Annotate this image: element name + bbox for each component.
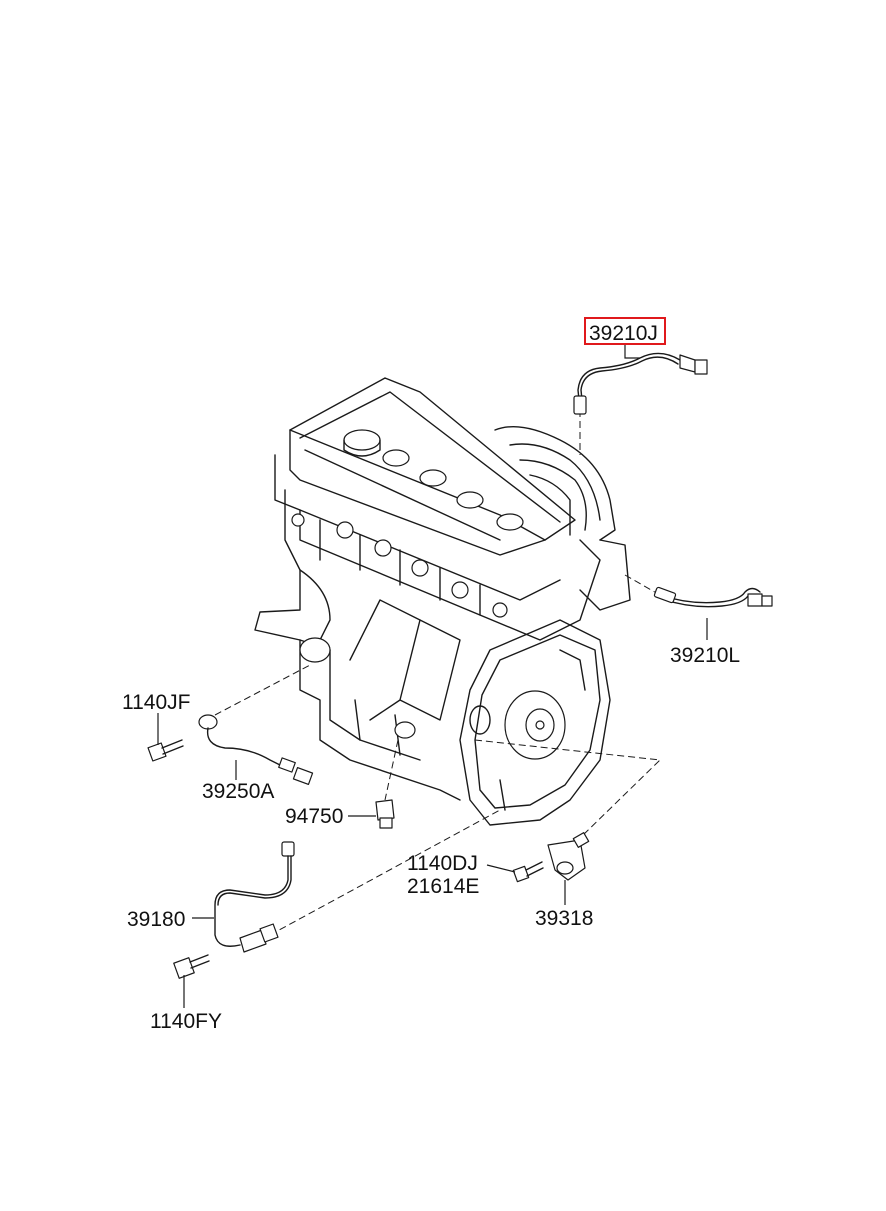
- label-1140dj[interactable]: 1140DJ: [407, 852, 478, 875]
- bolt-1140jf[interactable]: [147, 739, 184, 762]
- label-39210j[interactable]: 39210J: [589, 322, 658, 345]
- part-labels: 39210J 39210L 1140JF 39250A 94750 1140DJ…: [122, 317, 740, 1033]
- label-1140fy[interactable]: 1140FY: [150, 1010, 222, 1033]
- leader-lines: [157, 345, 708, 1008]
- label-1140jf[interactable]: 1140JF: [122, 691, 191, 714]
- engine-block: [254, 377, 631, 826]
- dashed-connection-lines: [214, 410, 662, 936]
- label-39318[interactable]: 39318: [535, 907, 593, 930]
- oxygen-sensor-lower[interactable]: [653, 586, 773, 608]
- sensor-39318[interactable]: [547, 832, 590, 881]
- sensor-39250a-assembly[interactable]: [198, 714, 314, 785]
- highlight-box: [584, 317, 666, 345]
- label-94750[interactable]: 94750: [285, 805, 343, 828]
- label-21614e[interactable]: 21614E: [407, 875, 479, 898]
- bolt-1140dj[interactable]: [512, 861, 544, 883]
- sensor-39180-assembly[interactable]: [214, 841, 295, 953]
- oxygen-sensor-upper[interactable]: [573, 352, 708, 415]
- bolt-1140fy[interactable]: [173, 954, 210, 979]
- label-39210l[interactable]: 39210L: [670, 644, 740, 667]
- sensor-94750[interactable]: [375, 799, 395, 829]
- label-39180[interactable]: 39180: [127, 908, 185, 931]
- label-39250a[interactable]: 39250A: [202, 780, 274, 803]
